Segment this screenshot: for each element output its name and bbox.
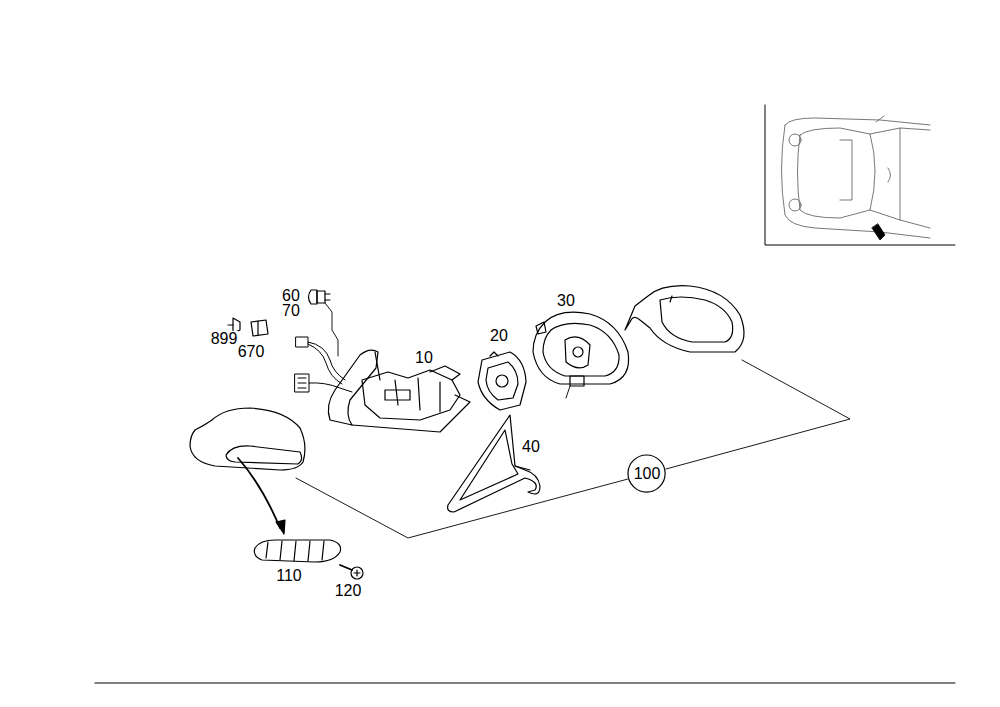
footer-rule	[95, 682, 955, 683]
car-outline	[782, 125, 931, 238]
car-lamp	[789, 134, 801, 146]
callout-circle: 100	[627, 454, 666, 493]
callout-number: 70	[281, 303, 301, 319]
leader-lines	[296, 360, 850, 538]
callout-number: 20	[489, 328, 509, 344]
callout-number: 10	[414, 350, 434, 366]
mirror-base	[328, 350, 470, 432]
screw	[340, 565, 363, 579]
mirror-housing	[190, 408, 305, 470]
callout-number: 899	[210, 331, 239, 347]
car-inset	[765, 105, 955, 245]
mirror-frame	[625, 286, 744, 352]
car-mirror	[876, 116, 884, 122]
car-roof	[900, 128, 930, 228]
callout-number: 40	[521, 439, 541, 455]
car-mirror-marker	[872, 224, 885, 240]
callout-number: 670	[237, 344, 266, 360]
callout-number: 30	[556, 293, 576, 309]
car-grille	[840, 140, 852, 200]
callout-number: 100	[634, 466, 661, 482]
callout-number: 110	[275, 568, 303, 584]
callout-number: 60	[281, 288, 301, 304]
circle-outline	[628, 455, 665, 492]
triangle-cover	[448, 415, 540, 512]
wiring-harness	[295, 337, 352, 392]
car-detail	[888, 168, 891, 182]
callout-number: 120	[334, 583, 363, 599]
car-windscreen	[870, 128, 900, 220]
mirror-glass	[533, 312, 629, 398]
turn-signal	[254, 540, 340, 562]
inset-frame	[765, 105, 955, 245]
assembly-arrow	[238, 458, 280, 528]
leader-line	[666, 360, 850, 469]
car-lamp	[789, 199, 801, 211]
leader-line	[296, 478, 628, 538]
adjuster	[478, 352, 526, 410]
car-outline	[785, 118, 930, 125]
arrow-head	[276, 520, 285, 534]
car-bonnet	[798, 128, 876, 218]
